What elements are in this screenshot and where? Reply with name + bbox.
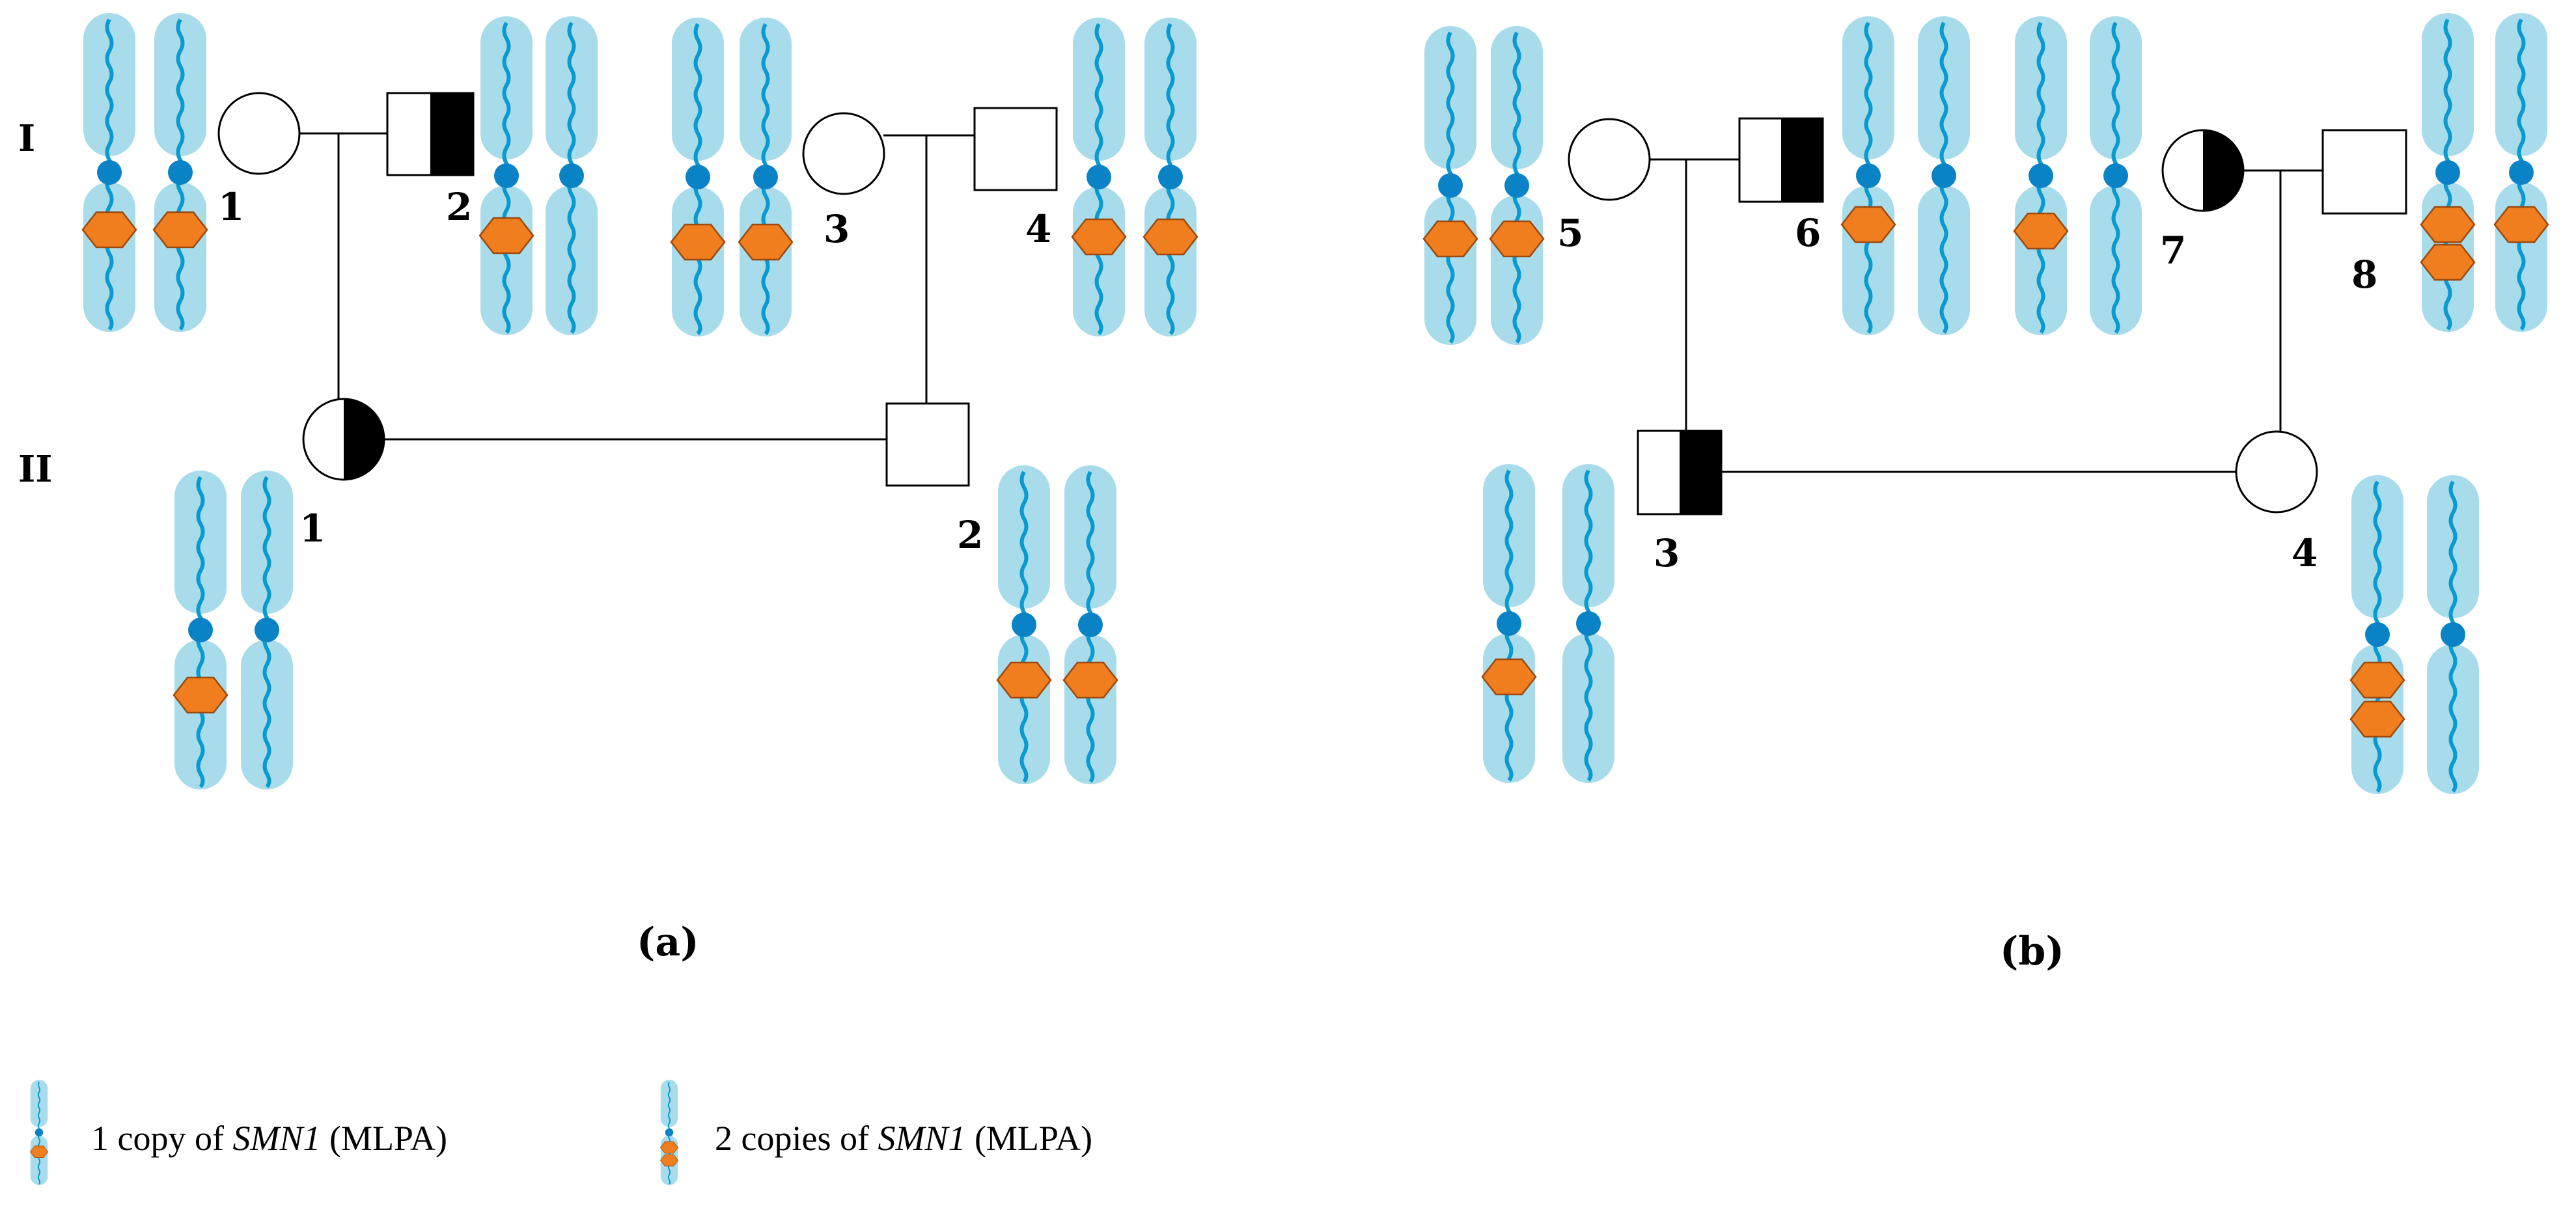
chromosome-no-copy (241, 471, 293, 789)
generation-label-I: I (18, 117, 35, 160)
chromosome-pair-a-I1 (83, 13, 207, 332)
panel-caption-a: (a) (637, 920, 699, 965)
chromosome-one-copy (1490, 26, 1544, 345)
chromosome-no-copy (2427, 475, 2479, 794)
individual-a-II1-female-carrier (302, 398, 385, 481)
individual-label: 2 (957, 513, 983, 557)
panel-caption-b: (b) (2000, 929, 2064, 974)
individual-b-II3-male-carrier (1637, 430, 1723, 515)
chromosome-pair-b-II4 (2351, 475, 2479, 794)
individual-a-I4-male (973, 107, 1058, 191)
chromosome-pair-a-II1 (174, 471, 293, 789)
pedigree-panel-b: 5 6 7 8 3 4 (1424, 13, 2548, 974)
chromosome-one-copy (83, 13, 136, 332)
individual-a-I2-male-carrier (386, 92, 475, 176)
chromosome-pair-b-II3 (1482, 464, 1614, 783)
chromosome-no-copy (2090, 16, 2142, 335)
individual-b-I6-male-carrier (1738, 117, 1824, 203)
chromosome-pair-a-I3 (671, 18, 792, 336)
individual-b-I8-male (2321, 129, 2407, 215)
chromosome-two-copies (2421, 13, 2474, 332)
chromosome-pair-b-I8 (2421, 13, 2548, 332)
chromosome-pair-a-I4 (1072, 18, 1197, 336)
chromosome-pair-b-I5 (1424, 26, 1544, 345)
pedigree-panel-a: 1 2 3 4 1 2 (83, 13, 1197, 965)
chromosome-one-copy (1064, 465, 1117, 784)
individual-label: 1 (299, 506, 325, 551)
individual-b-I7-female-carrier (2161, 129, 2245, 212)
chromosome-one-copy (997, 465, 1051, 784)
chromosome-one-copy (2014, 16, 2068, 335)
chromosome-pair-b-I7 (2014, 16, 2142, 335)
chromosome-one-copy (174, 471, 227, 789)
legend: 1 copy of SMN1 (MLPA) 2 copies of SMN1 (… (29, 1079, 1092, 1186)
individual-label: 4 (2292, 531, 2318, 575)
individual-label: 3 (824, 207, 850, 251)
chromosome-one-copy (480, 16, 533, 335)
chromosome-one-copy (1842, 16, 1895, 335)
chromosome-one-copy (1482, 464, 1536, 783)
individual-label: 2 (446, 185, 472, 229)
individual-b-II4-female (2235, 430, 2318, 514)
legend-icon-two-copies (659, 1079, 679, 1186)
chromosome-one-copy (671, 18, 725, 336)
chromosome-one-copy (154, 13, 207, 332)
chromosome-one-copy (1424, 26, 1477, 345)
individual-label: 8 (2351, 253, 2377, 297)
chromosome-one-copy (739, 18, 792, 336)
chromosome-pair-a-II2 (997, 465, 1117, 784)
individual-b-I5-female (1568, 118, 1651, 201)
individual-label: 6 (1795, 211, 1821, 255)
individual-label: 3 (1654, 531, 1680, 575)
legend-item-two-copies: 2 copies of SMN1 (MLPA) (715, 1119, 1092, 1158)
legend-item-one-copy: 1 copy of SMN1 (MLPA) (91, 1119, 447, 1158)
chromosome-one-copy (1144, 18, 1197, 336)
individual-label: 5 (1557, 211, 1583, 255)
chromosome-pair-b-I6 (1842, 16, 1970, 335)
individual-label: 1 (218, 185, 244, 229)
chromosome-one-copy (2495, 13, 2548, 332)
individual-label: 4 (1025, 207, 1051, 251)
chromosome-two-copies (2351, 475, 2404, 794)
individual-a-II2-male (885, 402, 970, 487)
chromosome-no-copy (1562, 464, 1614, 783)
chromosome-one-copy (1072, 18, 1126, 336)
individual-a-I3-female (802, 112, 885, 195)
chromosome-pair-a-I2 (480, 16, 598, 335)
individual-a-I1-female (217, 92, 301, 175)
chromosome-no-copy (546, 16, 598, 335)
generation-label-II: II (18, 448, 52, 491)
legend-icon-one-copy (29, 1079, 49, 1186)
individual-label: 7 (2160, 228, 2186, 273)
chromosome-no-copy (1918, 16, 1970, 335)
